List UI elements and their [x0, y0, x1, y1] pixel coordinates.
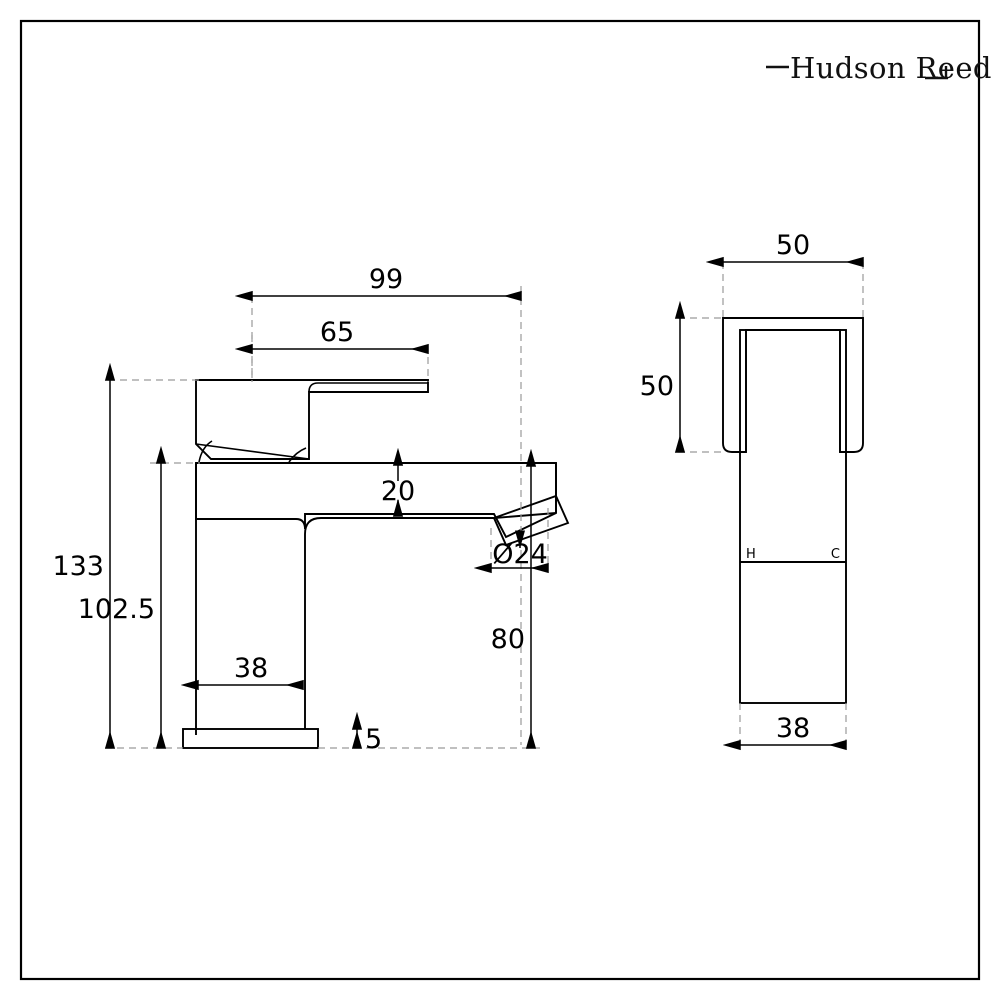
lever-step-fillet	[308, 382, 428, 393]
hot-marking: H	[746, 547, 756, 562]
dimension-65: 65	[234, 317, 429, 355]
dimension-38-side-label: 38	[234, 653, 268, 684]
lever-joint-arc-right	[288, 447, 307, 463]
front-handle-inner-outline	[746, 329, 841, 452]
dimension-diameter-24: Ø24	[473, 530, 549, 574]
cold-marking: C	[831, 547, 840, 562]
lever-handle-outline	[195, 379, 429, 460]
logo-text: Hudson Reed	[790, 51, 992, 85]
dimension-20: 20	[381, 447, 415, 517]
front-elevation-view: H C 50 50 38	[640, 230, 864, 751]
dimension-80-label: 80	[491, 624, 525, 655]
dimension-50-width-label: 50	[776, 230, 810, 261]
front-handle-outer-outline	[722, 317, 864, 453]
dimension-38-front-label: 38	[776, 713, 810, 744]
dimension-50-width: 50	[705, 230, 864, 268]
spout-underside	[304, 512, 557, 535]
lever-joint-arc-left	[198, 440, 213, 463]
dimension-5: 5	[351, 711, 382, 755]
dimension-102-5-label: 102.5	[78, 594, 155, 625]
dimension-38-front: 38	[722, 713, 847, 751]
dimension-99-label: 99	[369, 264, 403, 295]
dimension-99: 99	[234, 264, 522, 302]
dimension-65-label: 65	[320, 317, 354, 348]
front-body-column	[739, 329, 847, 704]
dimension-50-height-label: 50	[640, 371, 674, 402]
dimension-diameter-24-label: Ø24	[492, 539, 548, 570]
dimension-102-5: 102.5	[78, 445, 167, 749]
base-plate	[182, 728, 319, 749]
body-and-spout-outline	[195, 462, 557, 539]
dimension-50-height: 50	[640, 300, 686, 453]
dimension-20-label: 20	[381, 476, 415, 507]
dimension-80: 80	[491, 448, 537, 749]
lever-taper-edge	[195, 443, 310, 460]
side-elevation-view: 99 65 20 Ø24 133	[52, 264, 570, 755]
dimension-133: 133	[52, 362, 116, 749]
dimension-133-label: 133	[52, 551, 104, 582]
dimension-38-side: 38	[180, 653, 304, 691]
sheet-border	[19, 19, 981, 981]
dimension-5-label: 5	[365, 724, 382, 755]
brand-logo: Hudson Reed	[766, 51, 992, 85]
